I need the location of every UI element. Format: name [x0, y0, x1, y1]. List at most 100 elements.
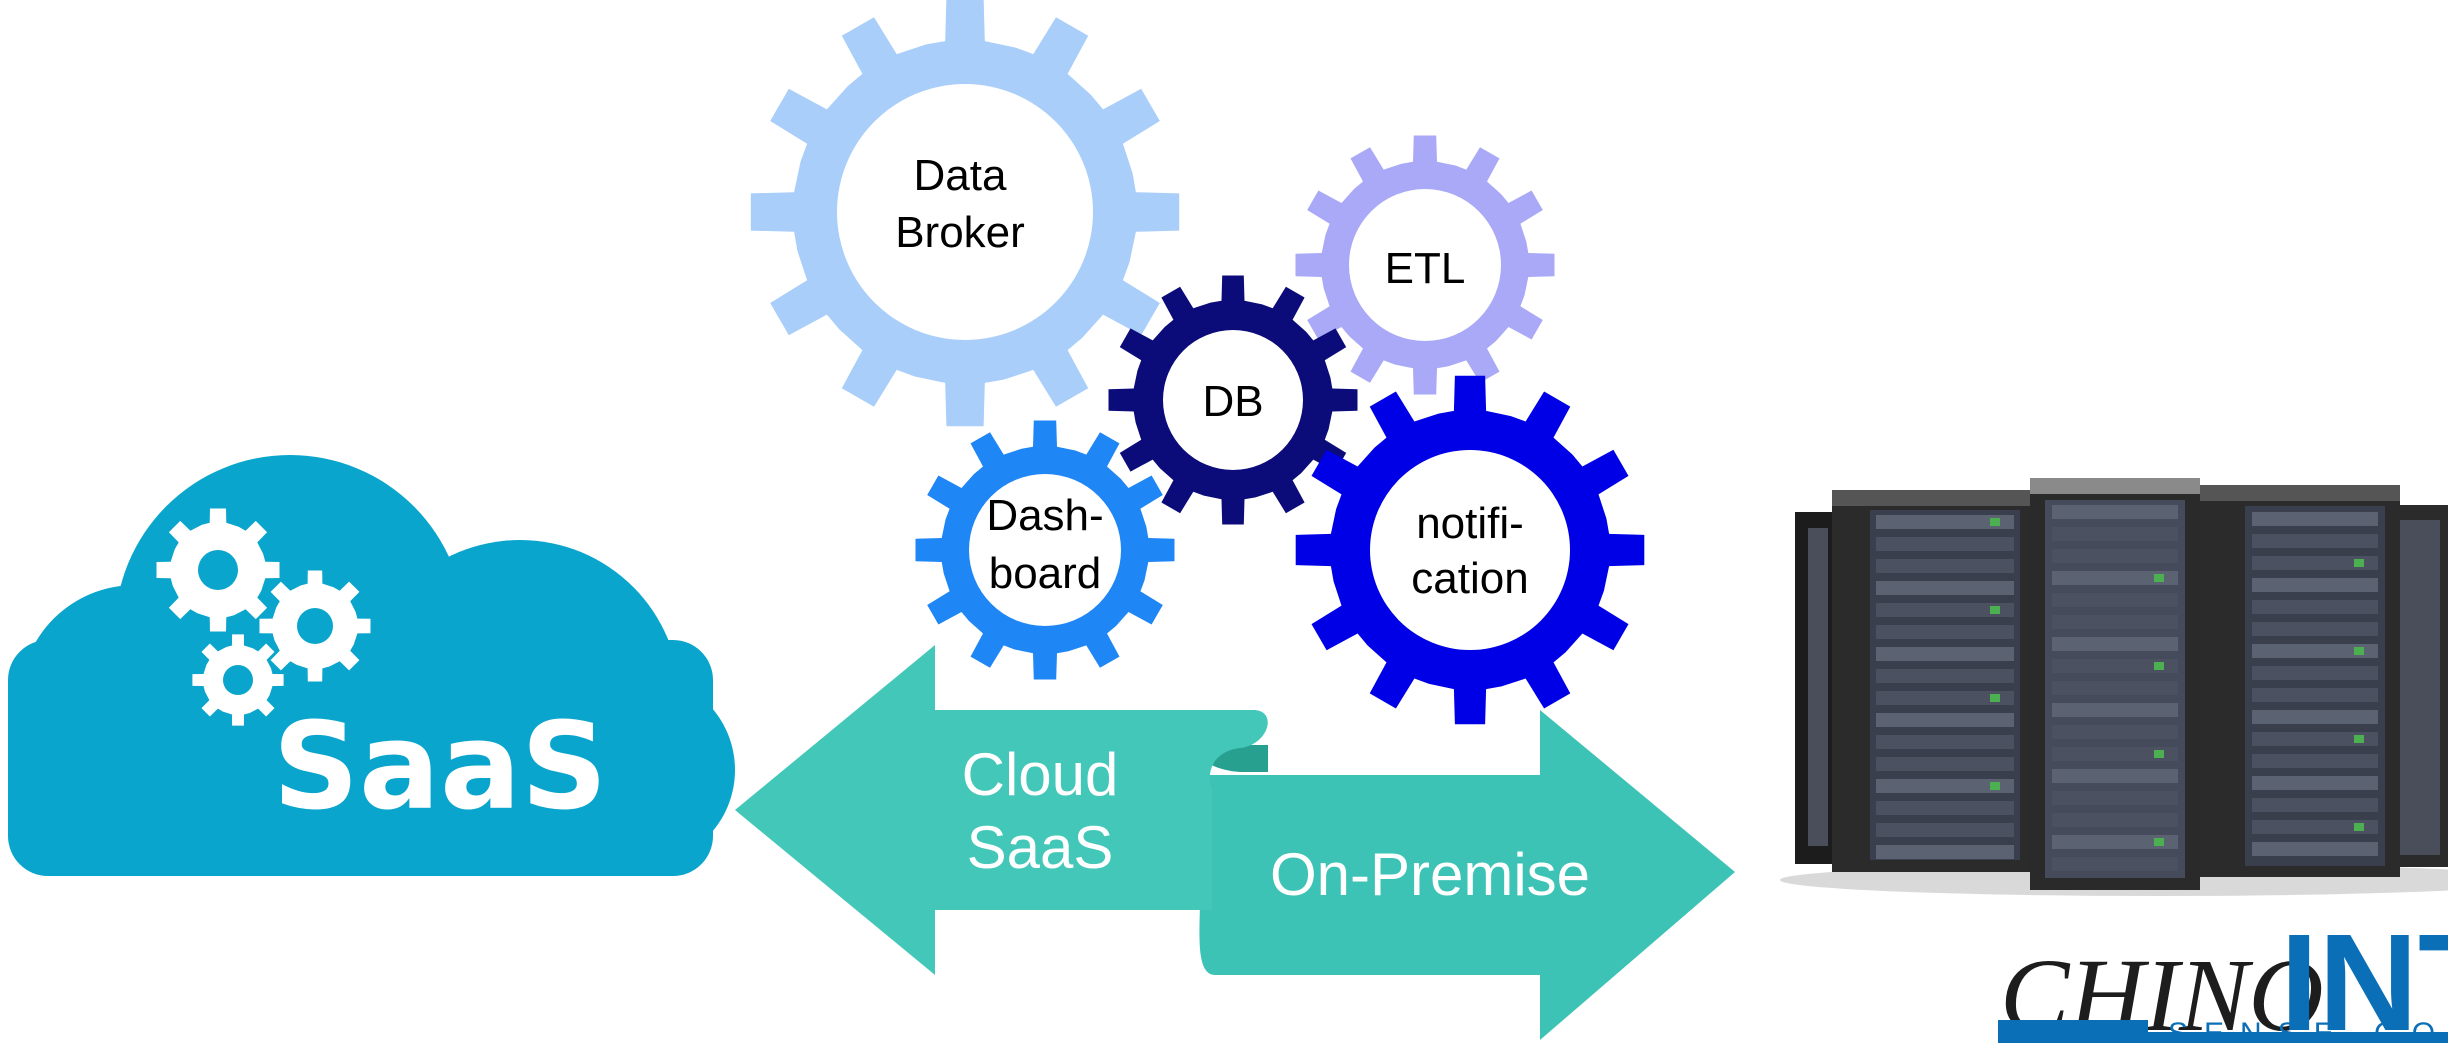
server-slot — [1876, 757, 2014, 771]
cloud-saas-label-line2: SaaS — [967, 814, 1114, 881]
server-slot — [1876, 603, 2014, 617]
gear-label-data-broker-1: Broker — [895, 208, 1025, 257]
server-rack — [2390, 505, 2448, 867]
server-slot — [2052, 571, 2178, 585]
server-slot — [2052, 527, 2178, 541]
server-slot — [2052, 659, 2178, 673]
server-slot — [2252, 512, 2378, 526]
gear-hub — [969, 474, 1121, 626]
server-slot — [2252, 622, 2378, 636]
gear-hub — [198, 550, 238, 590]
server-slot — [2252, 578, 2378, 592]
server-slots — [1876, 505, 2378, 871]
cloud-gears — [156, 508, 371, 726]
server-slot — [2252, 666, 2378, 680]
logo-underline — [1998, 1032, 2448, 1043]
server-slot — [2052, 857, 2178, 871]
gear-label-notification-1: cation — [1411, 554, 1528, 603]
on-premise-label: On-Premise — [1270, 841, 1590, 908]
gear-hub — [1370, 450, 1570, 650]
saas-cloud-icon: SaaS — [8, 455, 735, 876]
server-slot — [1876, 581, 2014, 595]
gear-notification-icon: notifi-cation — [1295, 375, 1645, 725]
server-slot — [1876, 735, 2014, 749]
server-led — [2354, 647, 2364, 655]
saas-label: SaaS — [273, 698, 608, 837]
server-slot — [2252, 644, 2378, 658]
server-slot — [2052, 813, 2178, 827]
gear-label-etl-0: ETL — [1385, 244, 1466, 293]
server-led — [1990, 694, 2000, 702]
server-slot — [1876, 559, 2014, 573]
server-led — [2354, 559, 2364, 567]
server-slot — [2252, 556, 2378, 570]
server-slot — [2252, 798, 2378, 812]
on-premise-arrow — [1199, 710, 1735, 1040]
cloud-saas-label-line1: Cloud — [962, 741, 1119, 808]
server-slot — [2052, 747, 2178, 761]
chino-int-logo: CHINO INT SENSE CONNE — [1998, 906, 2448, 1043]
gear-etl-icon: ETL — [1295, 135, 1555, 395]
server-slot — [2052, 703, 2178, 717]
server-slot — [2252, 754, 2378, 768]
server-slot — [2052, 615, 2178, 629]
server-slot — [2052, 505, 2178, 519]
gear-hub — [837, 84, 1093, 340]
cloud-shape — [8, 455, 735, 876]
gear-hub — [223, 665, 253, 695]
server-slot — [1876, 801, 2014, 815]
logo-bar — [1998, 1020, 2148, 1043]
gear-db-icon: DB — [1108, 275, 1358, 525]
logo-tagline: SENSE CONNE — [2168, 1017, 2448, 1043]
server-slot — [2052, 637, 2178, 651]
server-slot — [1876, 691, 2014, 705]
server-slot — [2052, 791, 2178, 805]
server-slot — [1876, 713, 2014, 727]
server-led — [2154, 574, 2164, 582]
server-slot — [1876, 537, 2014, 551]
server-led — [2354, 735, 2364, 743]
cloud-saas-arrow — [735, 645, 1268, 975]
server-led — [2354, 823, 2364, 831]
server-led — [1990, 782, 2000, 790]
server-slot — [2052, 593, 2178, 607]
server-slot — [2052, 769, 2178, 783]
server-slot — [2252, 842, 2378, 856]
server-slot — [2252, 710, 2378, 724]
gear-label-data-broker-0: Data — [914, 151, 1007, 200]
gear-label-notification-0: notifi- — [1416, 499, 1524, 548]
server-led — [2154, 838, 2164, 846]
server-led — [1990, 518, 2000, 526]
gear-label-dashboard-1: board — [989, 549, 1102, 598]
server-slot — [2052, 835, 2178, 849]
gear-label-dashboard-0: Dash- — [986, 491, 1103, 540]
server-rack-icon — [1780, 478, 2448, 896]
server-slot — [1876, 647, 2014, 661]
server-slot — [1876, 515, 2014, 529]
deployment-arrows: Cloud SaaS On-Premise — [735, 645, 1735, 1040]
server-led — [2154, 662, 2164, 670]
server-slot — [1876, 823, 2014, 837]
server-slot — [2052, 549, 2178, 563]
logo-int-text: INT — [2280, 906, 2448, 1043]
gear-hub — [297, 608, 333, 644]
server-led — [1990, 606, 2000, 614]
server-led — [2154, 750, 2164, 758]
gear-label-db-0: DB — [1202, 377, 1263, 426]
server-slot — [2052, 681, 2178, 695]
server-rack — [1795, 512, 1837, 864]
server-slot — [1876, 845, 2014, 859]
server-slot — [1876, 779, 2014, 793]
gear-hub — [1163, 330, 1303, 470]
server-slot — [1876, 669, 2014, 683]
server-slot — [2252, 688, 2378, 702]
server-slot — [2252, 600, 2378, 614]
server-slot — [2052, 725, 2178, 739]
server-slot — [2252, 732, 2378, 746]
server-slot — [2252, 776, 2378, 790]
server-slot — [2252, 820, 2378, 834]
server-slot — [2252, 534, 2378, 548]
server-slot — [1876, 625, 2014, 639]
